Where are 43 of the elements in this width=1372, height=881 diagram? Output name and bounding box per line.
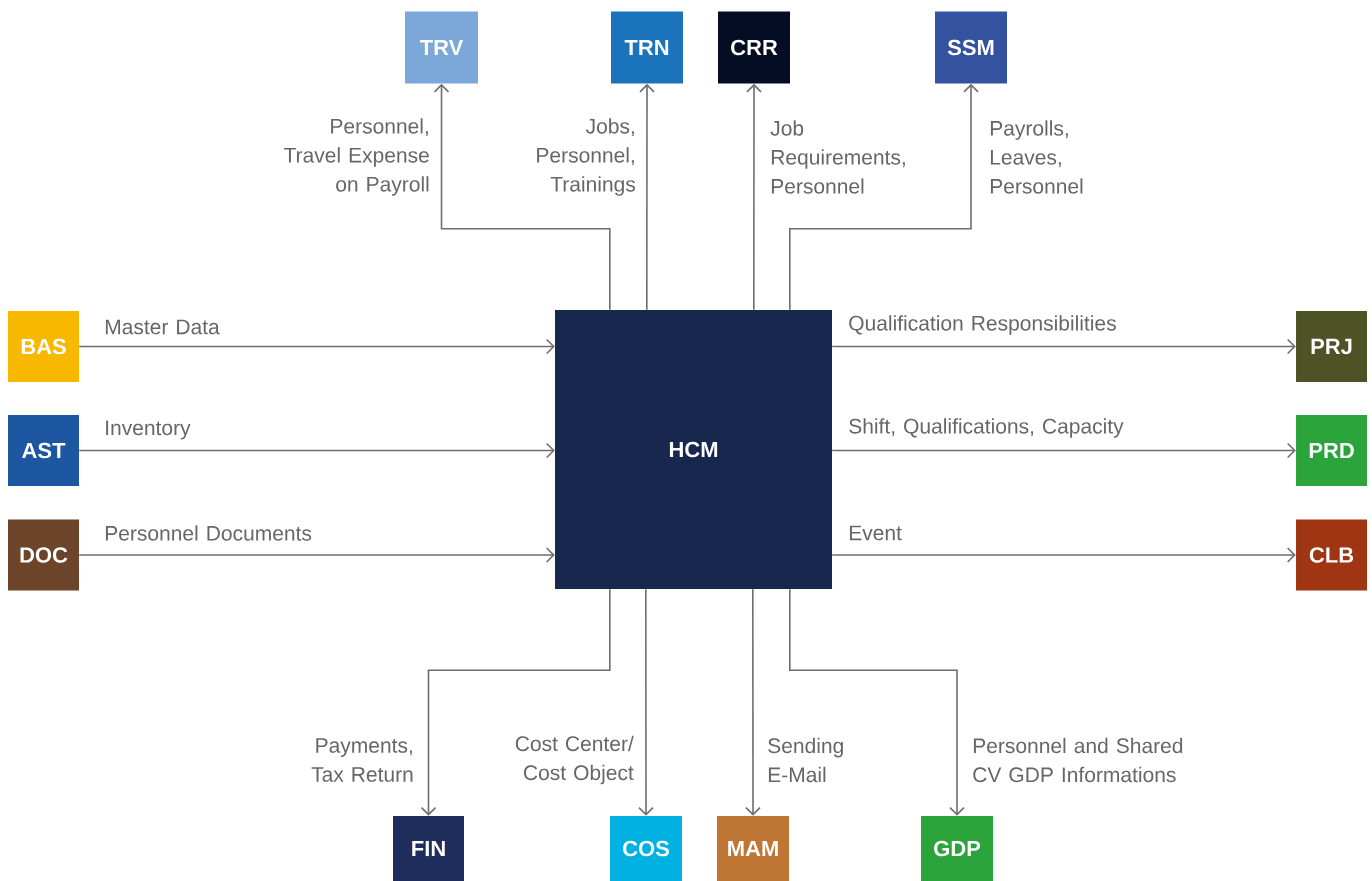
system-box: CRR	[718, 11, 790, 84]
edge-label: Personnel and Shared CV GDP Informations	[973, 737, 1183, 783]
system-box: HCM	[555, 310, 832, 589]
arrow	[78, 338, 555, 355]
arrow	[433, 83, 611, 311]
system-box: PRD	[1296, 415, 1367, 486]
arrow	[789, 588, 965, 816]
arrow	[831, 547, 1296, 563]
arrow	[831, 442, 1296, 459]
arrow	[420, 588, 611, 816]
edge-label: Payments, Tax Return	[311, 738, 413, 782]
system-box: DOC	[8, 519, 79, 591]
system-box: GDP	[921, 816, 993, 881]
edge-label: Payrolls, Leaves, Personnel	[990, 120, 1083, 194]
edge-label: Personnel, Travel Expense on Payroll	[284, 118, 429, 196]
edge-label: Personnel Documents	[105, 525, 312, 541]
edge-label: Sending E-Mail	[768, 737, 843, 783]
edge-label: Cost Center/ Cost Object	[515, 735, 634, 785]
arrow	[831, 338, 1296, 355]
system-box: PRJ	[1296, 311, 1367, 382]
arrow	[638, 588, 654, 816]
arrow	[78, 547, 555, 563]
system-box: BAS	[8, 311, 79, 382]
edge-label: Qualification Responsibilities	[849, 315, 1116, 335]
system-box: FIN	[393, 816, 464, 881]
arrow	[78, 442, 555, 459]
arrow	[746, 83, 762, 311]
system-box: COS	[610, 816, 682, 881]
system-box: SSM	[935, 11, 1007, 84]
edge-label: Event	[849, 525, 902, 541]
system-box: CLB	[1296, 519, 1367, 591]
arrow	[639, 83, 655, 311]
system-box: AST	[8, 415, 79, 486]
system-box: TRN	[611, 11, 683, 84]
arrow	[745, 588, 761, 816]
edge-label: Inventory	[106, 420, 191, 440]
system-box: TRV	[405, 11, 478, 84]
edge-label: Shift, Qualifications, Capacity	[849, 418, 1124, 438]
edge-label: Job Requirements, Personnel	[770, 120, 905, 194]
arrow	[789, 83, 979, 311]
system-box: MAM	[717, 816, 789, 881]
edge-label: Jobs, Personnel, Trainings	[537, 118, 636, 196]
edge-label: Master Data	[105, 319, 220, 335]
